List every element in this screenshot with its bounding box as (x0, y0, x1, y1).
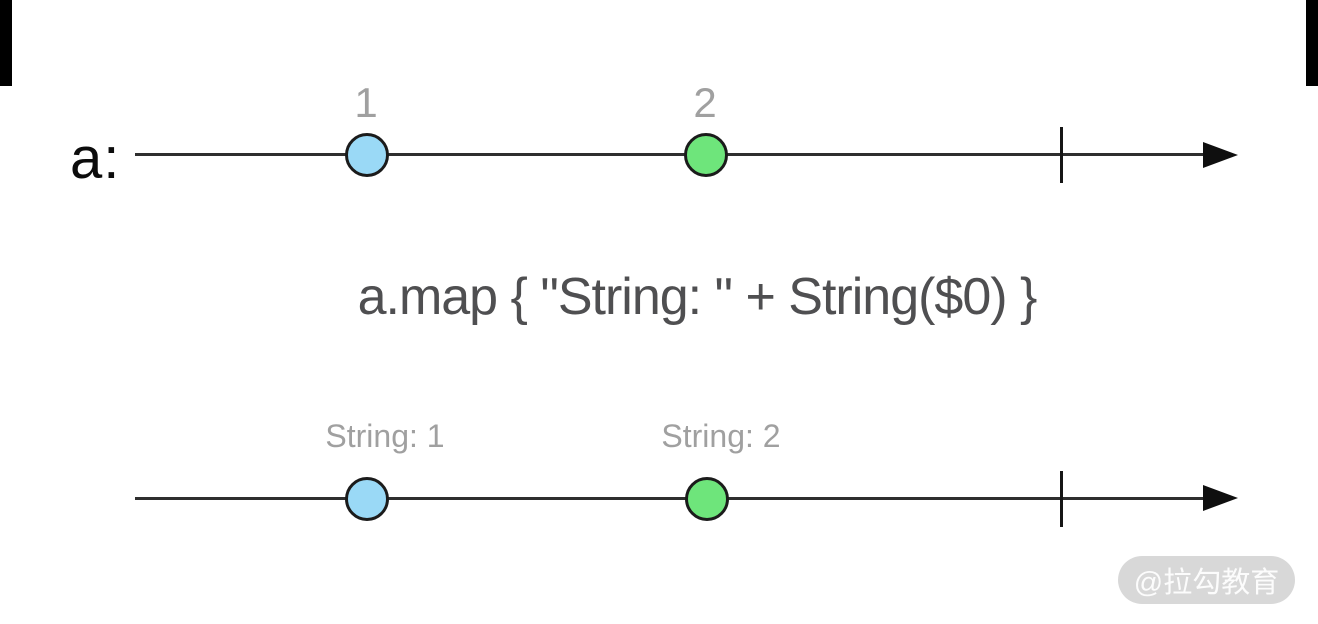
source-event-label: 1 (354, 79, 378, 126)
result-event-label: String: 2 (661, 418, 781, 454)
source-timeline-line (135, 153, 1210, 156)
crop-bar-right (1306, 0, 1318, 86)
source-end-tick (1060, 127, 1063, 183)
source-stream-label: a: (70, 126, 121, 191)
source-event-marker-2 (684, 133, 728, 177)
result-event-marker-2 (685, 477, 729, 521)
result-event-label: String: 1 (325, 418, 445, 454)
operator-expression: a.map { "String: " + String($0) } (357, 268, 1038, 326)
crop-bar-left (0, 0, 12, 86)
result-event-marker-1 (345, 477, 389, 521)
source-arrowhead-icon (1203, 142, 1238, 168)
result-end-tick (1060, 471, 1063, 527)
watermark-text: @拉勾教育 (1133, 567, 1280, 599)
source-event-label: 2 (693, 79, 717, 126)
result-arrowhead-icon (1203, 485, 1238, 511)
watermark-badge: @拉勾教育 (1118, 556, 1295, 604)
result-timeline-line (135, 497, 1210, 500)
source-event-marker-1 (345, 133, 389, 177)
